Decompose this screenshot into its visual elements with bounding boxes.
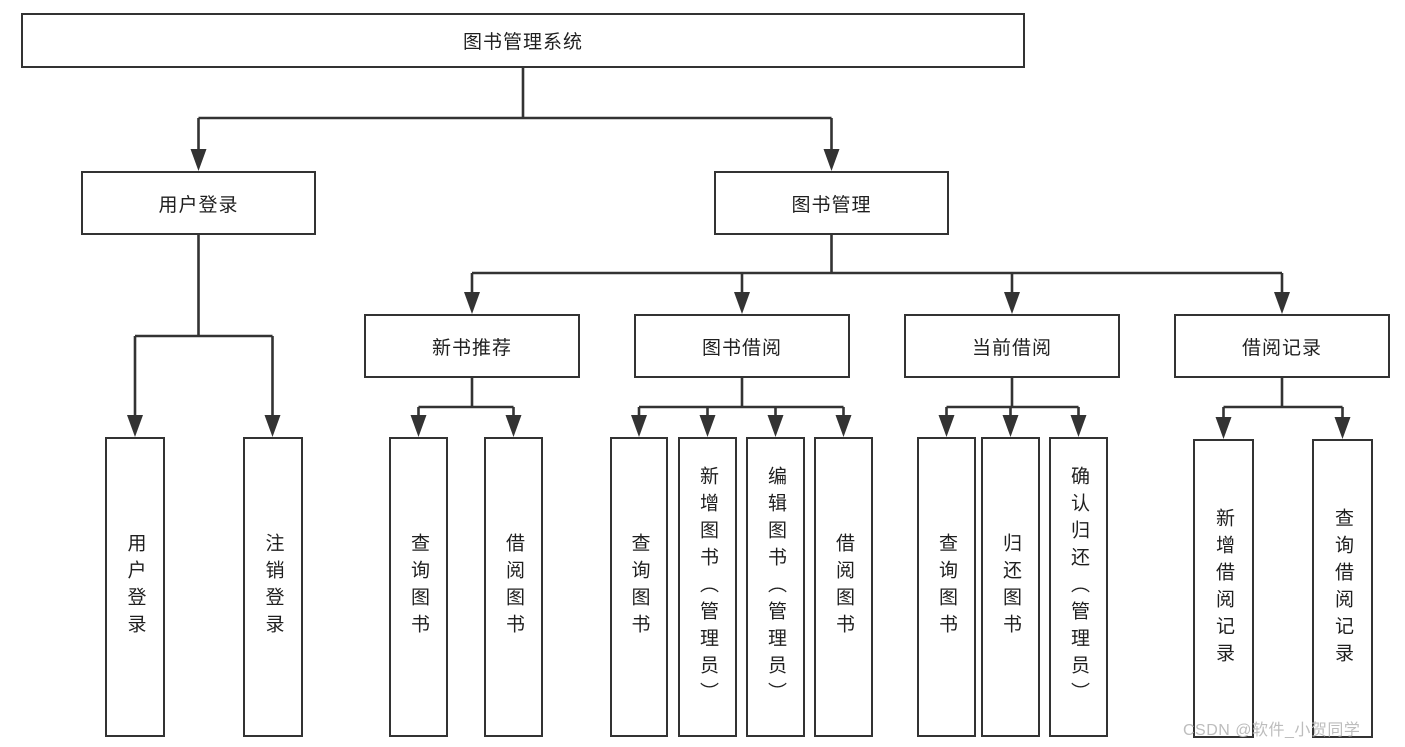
leaf-label: 新增借阅记录: [1213, 507, 1234, 670]
node-root-library-system: 图书管理系统: [21, 13, 1025, 68]
node-user-login: 用户登录: [81, 171, 316, 235]
leaf-label: 归还图书: [1000, 533, 1021, 641]
leaf-label: 确认归还（管理员）: [1068, 465, 1089, 709]
leaf-label: 查询图书: [408, 533, 429, 641]
node-borrow-records: 借阅记录: [1174, 314, 1390, 378]
leaf-label: 查询借阅记录: [1332, 507, 1353, 670]
leaf-return-book: 归还图书: [981, 437, 1040, 737]
node-book-management: 图书管理: [714, 171, 949, 235]
leaf-label: 注销登录: [262, 533, 284, 641]
leaf-query-borrow-record: 查询借阅记录: [1312, 439, 1373, 738]
leaf-query-books-recommend: 查询图书: [389, 437, 448, 737]
leaf-label: 查询图书: [628, 533, 650, 641]
leaf-borrow-books-recommend: 借阅图书: [484, 437, 543, 737]
node-new-book-recommend: 新书推荐: [364, 314, 580, 378]
leaf-query-books-borrow: 查询图书: [610, 437, 668, 737]
node-current-borrow: 当前借阅: [904, 314, 1120, 378]
leaf-query-books-current: 查询图书: [917, 437, 976, 737]
leaf-label: 编辑图书（管理员）: [765, 465, 786, 709]
leaf-label: 借阅图书: [833, 533, 854, 641]
leaf-label: 用户登录: [124, 533, 146, 641]
leaf-add-book-admin: 新增图书（管理员）: [678, 437, 737, 737]
connector-lines: [133, 68, 1344, 421]
leaf-add-borrow-record: 新增借阅记录: [1193, 439, 1254, 738]
leaf-label: 借阅图书: [503, 533, 524, 641]
leaf-logout: 注销登录: [243, 437, 303, 737]
leaf-label: 新增图书（管理员）: [697, 465, 718, 709]
leaf-user-login: 用户登录: [105, 437, 165, 737]
leaf-label: 查询图书: [936, 533, 957, 641]
csdn-watermark: CSDN @软件_小贺同学: [1183, 722, 1361, 739]
leaf-borrow-books: 借阅图书: [814, 437, 873, 737]
leaf-edit-book-admin: 编辑图书（管理员）: [746, 437, 805, 737]
leaf-confirm-return-admin: 确认归还（管理员）: [1049, 437, 1108, 737]
node-book-borrow: 图书借阅: [634, 314, 850, 378]
arrowhead-icons: [127, 149, 1351, 439]
